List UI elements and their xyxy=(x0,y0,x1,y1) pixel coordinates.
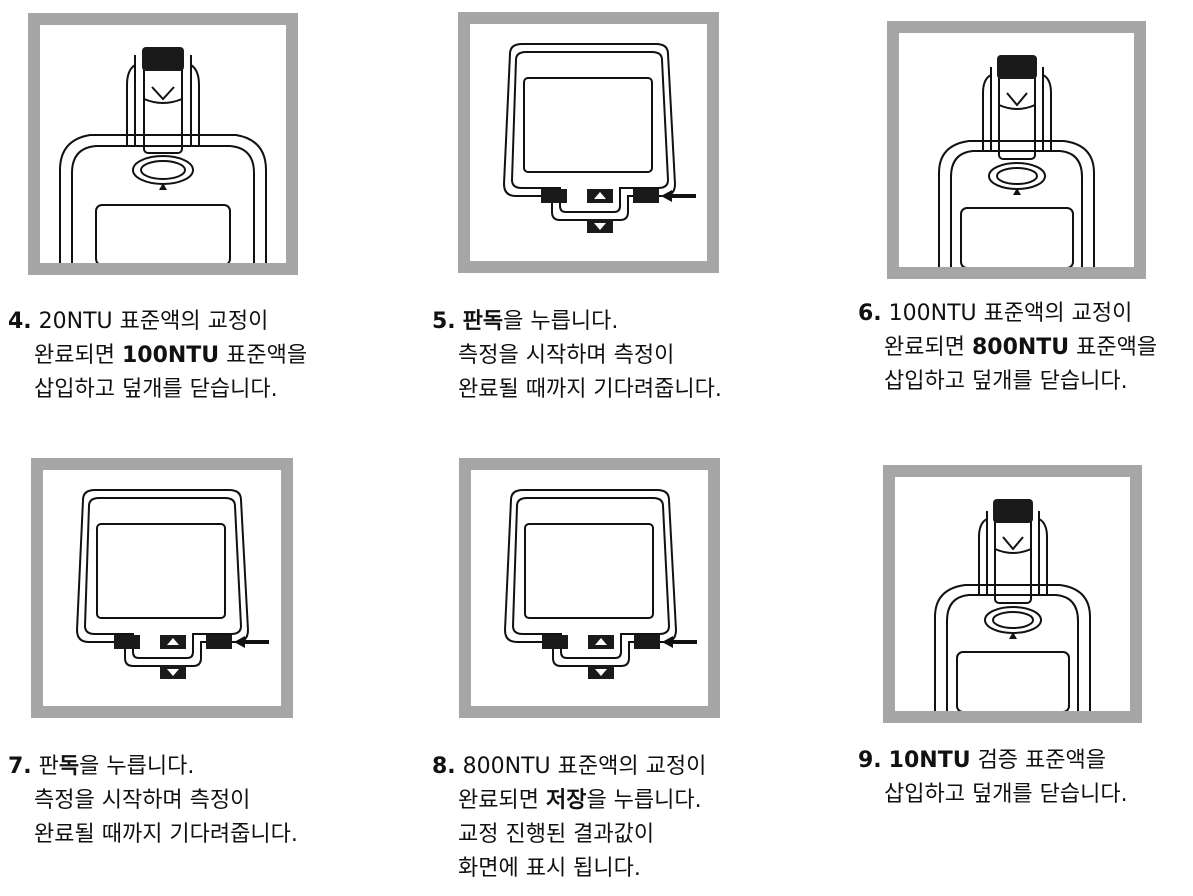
step-line: 8. 800NTU 표준액의 교정이 xyxy=(432,750,706,784)
step-text: 을 누릅니다. xyxy=(79,754,195,779)
step-line: 9. 10NTU 검증 표준액을 xyxy=(858,744,1128,778)
step-text: 20NTU 표준액의 교정이 xyxy=(38,309,269,334)
step-8-text: 8. 800NTU 표준액의 교정이 완료되면 저장을 누릅니다. 교정 진행된… xyxy=(432,750,706,886)
instrument-vial-icon xyxy=(938,55,1095,267)
step-text-bold: 100NTU xyxy=(121,343,220,368)
step-6-figure xyxy=(887,21,1146,279)
step-line: 삽입하고 덮개를 닫습니다. xyxy=(858,365,1157,399)
instrument-vial-icon xyxy=(934,499,1091,711)
step-number: 4. xyxy=(8,309,32,334)
step-text: 을 누릅니다. xyxy=(503,309,619,334)
step-text: 삽입하고 덮개를 닫습니다. xyxy=(34,377,278,402)
step-line: 측정을 시작하며 측정이 xyxy=(432,339,722,373)
step-number: 9. xyxy=(858,748,882,773)
step-text: 판 xyxy=(38,754,59,779)
step-text: 100NTU 표준액의 교정이 xyxy=(888,301,1133,326)
keypad-arrow-icon xyxy=(502,43,696,233)
step-text: 완료될 때까지 기다려줍니다. xyxy=(34,822,298,847)
step-line: 교정 진행된 결과값이 xyxy=(432,818,706,852)
step-text: 완료되면 xyxy=(884,335,972,360)
step-number: 8. xyxy=(432,754,456,779)
step-text-bold: 판독 xyxy=(462,309,504,334)
step-number: 5. xyxy=(432,309,456,334)
step-text: 측정을 시작하며 측정이 xyxy=(34,788,251,813)
step-line: 4. 20NTU 표준액의 교정이 xyxy=(8,305,307,339)
step-line: 측정을 시작하며 측정이 xyxy=(8,784,298,818)
step-text: 화면에 표시 됩니다. xyxy=(458,856,641,881)
keypad-illustration xyxy=(470,24,707,261)
step-text: 800NTU 표준액의 교정이 xyxy=(462,754,707,779)
step-text: 완료되면 xyxy=(458,788,546,813)
step-number: 6. xyxy=(858,301,882,326)
step-7-text: 7. 판독을 누릅니다. 측정을 시작하며 측정이 완료될 때까지 기다려줍니다… xyxy=(8,750,298,852)
step-line: 삽입하고 덮개를 닫습니다. xyxy=(858,778,1128,812)
step-line: 6. 100NTU 표준액의 교정이 xyxy=(858,297,1157,331)
step-line: 완료되면 저장을 누릅니다. xyxy=(432,784,706,818)
step-text-bold: 독 xyxy=(58,754,80,779)
step-number: 7. xyxy=(8,754,32,779)
step-line: 7. 판독을 누릅니다. xyxy=(8,750,298,784)
step-line: 완료될 때까지 기다려줍니다. xyxy=(432,373,722,407)
instrument-vial-icon xyxy=(59,47,267,263)
step-line: 완료되면 800NTU 표준액을 xyxy=(858,331,1157,365)
step-6-text: 6. 100NTU 표준액의 교정이 완료되면 800NTU 표준액을 삽입하고… xyxy=(858,297,1157,399)
step-line: 삽입하고 덮개를 닫습니다. xyxy=(8,373,307,407)
instrument-illustration xyxy=(895,477,1130,711)
step-text: 교정 진행된 결과값이 xyxy=(458,822,655,847)
keypad-arrow-icon xyxy=(503,489,697,679)
keypad-arrow-icon xyxy=(75,489,269,679)
step-text-bold: 저장 xyxy=(545,788,587,813)
step-4-figure xyxy=(28,13,298,275)
step-text: 측정을 시작하며 측정이 xyxy=(458,343,675,368)
step-text: 을 누릅니다. xyxy=(586,788,702,813)
step-line: 완료될 때까지 기다려줍니다. xyxy=(8,818,298,852)
step-text: 삽입하고 덮개를 닫습니다. xyxy=(884,369,1128,394)
step-7-figure xyxy=(31,458,293,718)
step-4-text: 4. 20NTU 표준액의 교정이 완료되면 100NTU 표준액을 삽입하고 … xyxy=(8,305,307,407)
step-text: 완료될 때까지 기다려줍니다. xyxy=(458,377,722,402)
instrument-illustration xyxy=(40,25,286,263)
step-text-bold: 800NTU xyxy=(971,335,1070,360)
step-text: 표준액을 xyxy=(1069,335,1158,360)
step-line: 화면에 표시 됩니다. xyxy=(432,852,706,886)
step-text: 표준액을 xyxy=(219,343,308,368)
keypad-illustration xyxy=(471,470,708,706)
step-text: 완료되면 xyxy=(34,343,122,368)
step-text-bold: 10NTU xyxy=(888,748,971,773)
instrument-illustration xyxy=(899,33,1134,267)
step-line: 5. 판독을 누릅니다. xyxy=(432,305,722,339)
step-5-text: 5. 판독을 누릅니다. 측정을 시작하며 측정이 완료될 때까지 기다려줍니다… xyxy=(432,305,722,407)
step-text: 삽입하고 덮개를 닫습니다. xyxy=(884,782,1128,807)
step-text: 검증 표준액을 xyxy=(970,748,1107,773)
step-line: 완료되면 100NTU 표준액을 xyxy=(8,339,307,373)
step-5-figure xyxy=(458,12,719,273)
step-8-figure xyxy=(459,458,720,718)
step-9-figure xyxy=(883,465,1142,723)
keypad-illustration xyxy=(43,470,281,706)
step-9-text: 9. 10NTU 검증 표준액을 삽입하고 덮개를 닫습니다. xyxy=(858,744,1128,812)
